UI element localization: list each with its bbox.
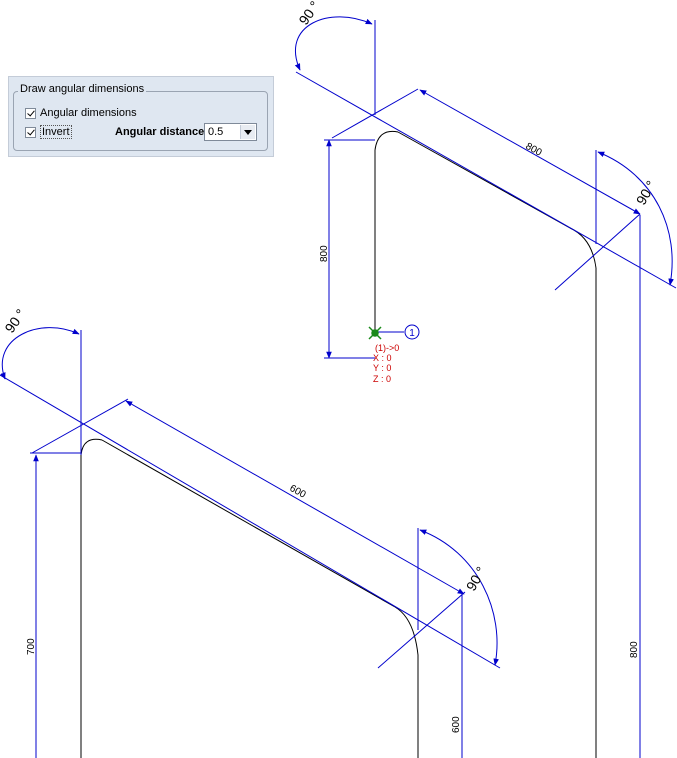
lower-angle-top-label: 90 ° <box>1 306 28 336</box>
angular-dimensions-checkbox-row[interactable]: Angular dimensions <box>25 105 137 121</box>
angular-dimensions-checkbox[interactable] <box>25 107 36 119</box>
lower-dim-vertical-label: 700 <box>26 638 37 655</box>
origin-y-label: Y : 0 <box>373 363 391 373</box>
lower-angle-arc-right <box>419 529 499 666</box>
lower-angle-arc-top <box>0 327 80 380</box>
origin-point-label: (1)->0 <box>375 343 399 353</box>
origin-marker-circle[interactable] <box>404 324 420 340</box>
invert-label: Invert <box>40 125 72 139</box>
upper-dimension-lines <box>295 20 677 758</box>
group-title: Draw angular dimensions <box>18 83 147 96</box>
angular-distance-select[interactable]: 0.5 <box>204 123 257 141</box>
invert-checkbox-row[interactable]: Invert <box>25 124 72 140</box>
upper-pipe[interactable] <box>374 130 597 758</box>
lower-dim-600-horizontal-line <box>125 400 465 595</box>
origin-marker[interactable]: 1 (1)->0 X : 0 Y : 0 Z : 0 <box>368 324 420 384</box>
lower-dim-right-vertical-label: 600 <box>451 716 462 733</box>
upper-angle-arc-top <box>294 16 373 71</box>
upper-dim-vertical-label: 800 <box>319 245 330 262</box>
origin-x-label: X : 0 <box>373 353 392 363</box>
chevron-down-icon[interactable] <box>240 125 255 139</box>
lower-pipe[interactable] <box>80 438 419 758</box>
upper-dim-right-vertical-label: 800 <box>629 641 640 658</box>
lower-assembly: 600 700 600 90 ° 90 ° <box>0 306 501 758</box>
lower-angle-right-label: 90 ° <box>463 564 489 594</box>
upper-assembly: 800 800 800 90 ° 90 ° <box>294 0 677 758</box>
lower-dimension-lines <box>0 330 501 758</box>
upper-angle-arc-right <box>597 151 674 286</box>
angular-dimensions-group <box>13 91 268 151</box>
origin-z-label: Z : 0 <box>373 374 391 384</box>
invert-checkbox[interactable] <box>25 126 36 138</box>
origin-point-icon <box>368 326 382 340</box>
upper-angle-right-label: 90 ° <box>633 178 659 208</box>
angular-distance-value: 0.5 <box>208 126 224 138</box>
lower-dim-horizontal-label: 600 <box>288 483 308 501</box>
angular-distance-label: Angular distance <box>115 126 205 138</box>
angular-dimensions-panel: Draw angular dimensions Angular dimensio… <box>8 76 274 157</box>
upper-dim-horizontal-label: 800 <box>524 141 544 159</box>
angular-dimensions-label: Angular dimensions <box>40 107 137 119</box>
upper-angle-top-label: 90 ° <box>295 0 322 28</box>
origin-marker-number: 1 <box>409 328 415 339</box>
